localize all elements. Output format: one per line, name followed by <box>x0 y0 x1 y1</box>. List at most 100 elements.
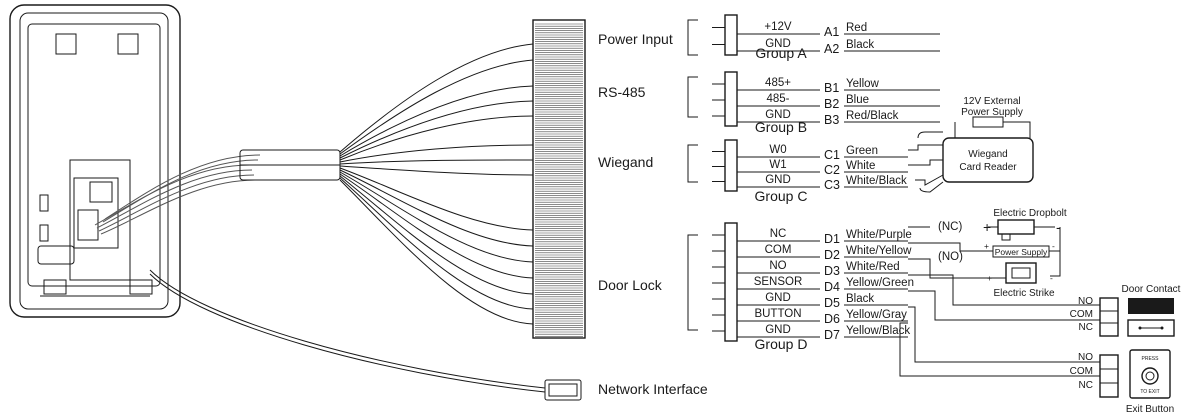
door-lock-label: Door Lock <box>598 277 663 293</box>
group-label: Group B <box>755 119 807 135</box>
pin-row: +12V A1 Red <box>712 21 940 39</box>
external-power-line1: 12V External <box>963 96 1020 107</box>
exit-button-plate <box>1129 349 1171 399</box>
svg-text:+: + <box>984 241 989 251</box>
pin-label: 485- <box>766 93 789 105</box>
wire-color-label: White/Purple <box>846 229 912 241</box>
pin-id: D5 <box>824 296 840 310</box>
pin-row: GND B3 Red/Black <box>712 109 940 127</box>
wire-color-label: Black <box>846 293 874 305</box>
pin-label: GND <box>765 174 791 186</box>
strike-body <box>1005 262 1037 284</box>
terminal-block <box>532 19 586 339</box>
pin-id: D7 <box>824 328 840 342</box>
pin-label: SENSOR <box>754 276 803 288</box>
exit-button-nc: NC <box>1079 380 1093 391</box>
pin-label: GND <box>765 292 791 304</box>
dropbolt-body <box>997 219 1035 235</box>
pin-row: NO D3 White/Red <box>712 260 908 278</box>
pin-id: D4 <box>824 280 840 294</box>
dropbolt-no: (NO) <box>938 251 963 263</box>
door-contact-sensor <box>1127 319 1175 337</box>
group-label: Group C <box>755 188 808 204</box>
wire-color-label: White/Red <box>846 261 900 273</box>
door-contact-nc: NC <box>1079 322 1093 333</box>
dropbolt-plus: + <box>983 219 991 235</box>
pin-row: SENSOR D4 Yellow/Green <box>712 276 914 294</box>
network-cable <box>149 269 582 401</box>
exit-button-block: NO COM NC PRESS TO EXIT Exit Button <box>899 306 1174 415</box>
pin-id: C3 <box>824 178 840 192</box>
fanned-wires <box>339 43 534 325</box>
pin-row: GND C3 White/Black <box>712 174 908 192</box>
wire-color-label: Yellow/Green <box>846 277 914 289</box>
exit-button-no: NO <box>1078 352 1093 363</box>
pin-id: D1 <box>824 232 840 246</box>
wire-color-label: Blue <box>846 94 869 106</box>
wire-color-label: Red/Black <box>846 110 899 122</box>
group-label: Group D <box>755 336 808 352</box>
rs485-label: RS-485 <box>598 84 646 100</box>
dropbolt-power-supply-label: Power Supply <box>995 247 1048 257</box>
wiegand-reader-line2: Card Reader <box>959 162 1017 173</box>
pin-id: B3 <box>824 113 839 127</box>
pin-row: GND D7 Yellow/Black <box>712 324 910 342</box>
group-label: Group A <box>755 45 807 61</box>
pin-label: BUTTON <box>754 308 801 320</box>
external-power-line2: Power Supply <box>961 107 1023 118</box>
pin-label: COM <box>765 244 792 256</box>
wire-color-label: Yellow/Gray <box>846 309 907 321</box>
wire-color-label: White/Yellow <box>846 245 912 257</box>
pin-label: GND <box>765 38 791 50</box>
wiegand-reader-box <box>942 137 1034 183</box>
wire-color-label: Yellow/Black <box>846 325 910 337</box>
pin-id: A1 <box>824 25 839 39</box>
wiegand-reader-block: 12V External Power Supply Wiegand Card R… <box>908 96 1034 193</box>
pin-label: NO <box>769 260 786 272</box>
pin-id: D6 <box>824 312 840 326</box>
exit-button-face-bottom: TO EXIT <box>1140 389 1159 395</box>
pin-row: BUTTON D6 Yellow/Gray <box>712 308 908 326</box>
pin-row: GND D5 Black <box>712 292 908 310</box>
network-interface-label: Network Interface <box>598 381 708 397</box>
power-supply-box <box>972 116 1004 128</box>
dropbolt-strike-block: Electric Dropbolt (NC) (NO) + - Power Su… <box>908 208 1067 299</box>
strike-title: Electric Strike <box>993 288 1055 299</box>
door-contact-block: Door Contact NO COM NC <box>908 274 1181 337</box>
device-rear-view <box>9 4 181 318</box>
pin-id: C2 <box>824 163 840 177</box>
wiegand-label: Wiegand <box>598 154 653 170</box>
door-contact-com: COM <box>1070 309 1093 320</box>
door-contact-magnet <box>1128 298 1174 314</box>
pin-id: D3 <box>824 264 840 278</box>
wire-color-label: Green <box>846 145 878 157</box>
exit-button-title: Exit Button <box>1126 404 1174 415</box>
dropbolt-title: Electric Dropbolt <box>993 208 1067 219</box>
wiegand-reader-line1: Wiegand <box>968 149 1007 160</box>
pin-id: B1 <box>824 81 839 95</box>
door-contact-title: Door Contact <box>1122 284 1181 295</box>
exit-button-push-icon <box>1141 367 1159 385</box>
pin-label: W0 <box>769 144 786 156</box>
pin-id: C1 <box>824 148 840 162</box>
wire-color-label: Red <box>846 22 867 34</box>
power-input-label: Power Input <box>598 31 673 47</box>
wire-color-label: White <box>846 160 875 172</box>
pin-id: D2 <box>824 248 840 262</box>
pin-label: GND <box>765 109 791 121</box>
pin-label: +12V <box>764 21 792 33</box>
pin-label: 485+ <box>765 77 791 89</box>
cable-bundle <box>94 149 341 235</box>
wire-color-label: White/Black <box>846 175 907 187</box>
pin-label: GND <box>765 324 791 336</box>
